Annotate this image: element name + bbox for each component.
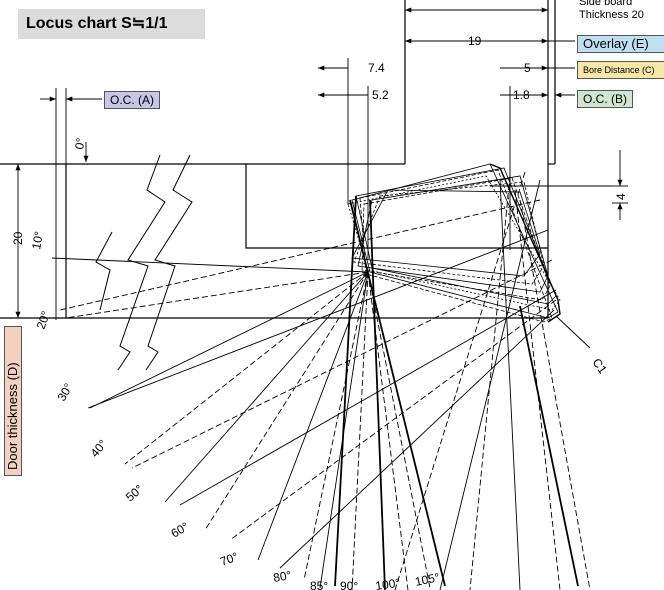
overlay-label: Overlay (E) <box>577 35 664 53</box>
dim-1-8: 1.8 <box>513 88 530 102</box>
angle-40: 40° <box>88 437 111 460</box>
side-board-label: Side board Thickness 20 <box>579 0 644 22</box>
dim-7-4: 7.4 <box>368 61 385 75</box>
c1-label: C1 <box>590 356 610 377</box>
angle-20: 20° <box>34 309 53 331</box>
angle-60: 60° <box>169 519 192 540</box>
dim-0-deg: 0° <box>72 137 88 151</box>
oc-a-label: O.C. (A) <box>104 91 160 109</box>
radial-lines <box>51 171 591 590</box>
dim-4: 4 <box>614 193 628 200</box>
locus-sweep <box>347 163 561 323</box>
angle-10: 10° <box>29 230 46 251</box>
angle-70: 70° <box>218 549 240 568</box>
side-board-line1: Side board <box>579 0 633 8</box>
angle-30: 30° <box>54 381 75 404</box>
door-thickness-label: Door thickness (D) <box>4 326 22 476</box>
heavy-lines <box>334 195 579 590</box>
dim-19: 19 <box>468 34 482 48</box>
angle-100: 100° <box>374 576 401 590</box>
dimension-lines <box>15 7 628 349</box>
dim-5-2: 5.2 <box>372 88 389 102</box>
door-outline <box>0 164 549 319</box>
angle-85: 85° <box>310 579 328 590</box>
oc-b-label: O.C. (B) <box>577 90 633 108</box>
dim-5: 5 <box>524 61 531 75</box>
angle-90: 90° <box>340 579 358 590</box>
bore-distance-label: Bore Distance (C) <box>577 61 664 79</box>
dimension-texts: 19 7.4 5.2 5 1.8 20 4 0° C1 <box>11 34 628 377</box>
angle-80: 80° <box>272 568 292 585</box>
angle-50: 50° <box>123 482 146 505</box>
angle-105: 105° <box>414 570 441 589</box>
dim-20: 20 <box>11 231 25 245</box>
side-board-line2: Thickness 20 <box>579 9 644 21</box>
chart-title: Locus chart S≒1/1 <box>18 9 205 39</box>
